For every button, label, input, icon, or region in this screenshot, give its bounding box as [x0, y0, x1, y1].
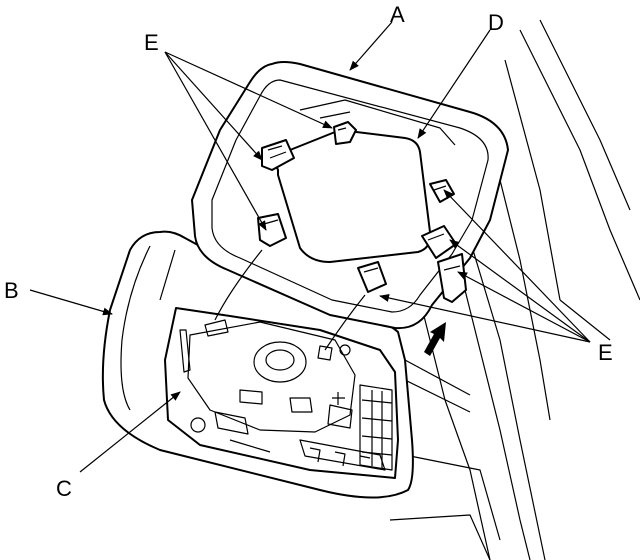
callout-c: C [56, 476, 72, 501]
callout-a: A [390, 2, 405, 27]
mirror-actuator [164, 307, 399, 479]
leader-lines [29, 21, 591, 473]
alignment-lines [214, 249, 366, 351]
callout-e-right: E [598, 340, 613, 365]
mirror-holder [191, 61, 509, 330]
arrow-up-right-icon [424, 322, 446, 356]
callout-d: D [488, 10, 504, 35]
callout-b: B [4, 278, 19, 303]
callout-e-top: E [144, 30, 159, 55]
retaining-clips [257, 121, 467, 303]
